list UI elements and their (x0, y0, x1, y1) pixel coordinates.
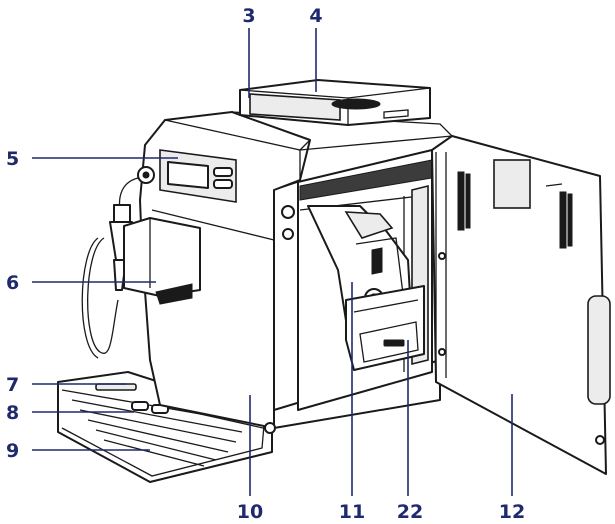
front-base (159, 404, 276, 434)
callout-10: 10 (237, 501, 263, 523)
callout-labels: 3 4 5 6 7 8 9 10 11 22 12 (6, 5, 525, 523)
control-panel (137, 149, 237, 203)
dispensing-spout (123, 217, 201, 305)
callout-3: 3 (242, 5, 255, 27)
callout-4: 4 (309, 5, 322, 27)
callout-9: 9 (6, 440, 19, 462)
callout-11: 11 (339, 501, 365, 523)
grounds-drawer (345, 285, 425, 371)
callout-5: 5 (6, 148, 19, 170)
float-indicator (95, 383, 137, 391)
service-door (431, 135, 611, 475)
drip-tray (57, 371, 273, 483)
callout-6: 6 (6, 272, 19, 294)
callout-8: 8 (6, 402, 19, 424)
callout-12: 12 (499, 501, 525, 523)
machine-illustration (57, 79, 611, 483)
callout-22: 22 (397, 501, 423, 523)
water-tank (239, 79, 431, 126)
callout-7: 7 (6, 374, 19, 396)
leader-lines (32, 28, 513, 496)
bean-lid-knob (331, 98, 381, 110)
